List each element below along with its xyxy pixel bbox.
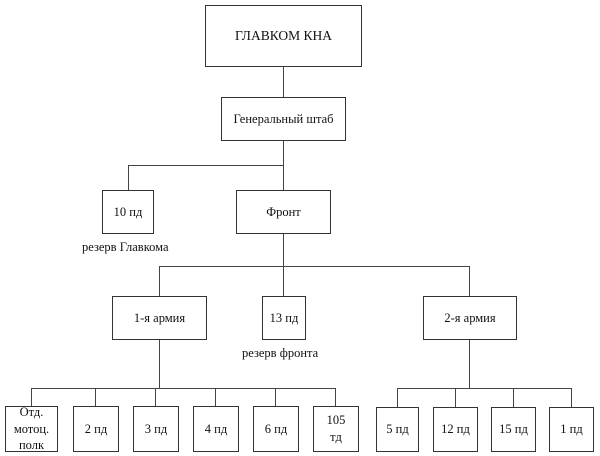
node-army1-unit: 105 тд	[313, 406, 359, 452]
connector-to-army1	[159, 266, 161, 296]
node-general-staff: Генеральный штаб	[221, 97, 346, 141]
connector-front-down	[283, 234, 285, 296]
node-army1: 1-я армия	[112, 296, 207, 340]
connector-army2-unit	[513, 388, 515, 407]
node-army2-unit: 5 пд	[376, 407, 419, 452]
connector-army1-unit	[215, 388, 217, 406]
node-army1-unit: Отд. мотоц. полк	[5, 405, 58, 452]
connector-to-army2	[469, 266, 471, 296]
connector-army2-unit	[571, 388, 573, 407]
connector-army1-branch	[31, 388, 336, 390]
node-army1-unit: 6 пд	[253, 406, 299, 452]
connector-army2-unit	[455, 388, 457, 407]
node-army1-unit: 3 пд	[133, 406, 179, 452]
connector-army2-unit	[397, 388, 399, 407]
connector-army1-unit	[95, 388, 97, 406]
node-army2-unit: 12 пд	[433, 407, 478, 452]
connector-to-div10	[128, 165, 130, 190]
label-div13-reserve: резерв фронта	[242, 346, 319, 360]
connector-army2-down	[469, 340, 471, 388]
node-army2-unit: 15 пд	[491, 407, 536, 452]
connector-army1-down	[159, 340, 161, 388]
connector-army1-unit	[275, 388, 277, 406]
connector-army2-branch	[397, 388, 572, 390]
connector-commander-staff	[283, 67, 285, 98]
label-div10-reserve: резерв Главкома	[82, 240, 169, 254]
node-army2: 2-я армия	[423, 296, 517, 340]
connector-staff-branch	[128, 165, 284, 167]
node-army2-unit: 1 пд	[549, 407, 594, 452]
node-div10: 10 пд	[102, 190, 154, 234]
connector-army1-unit	[155, 388, 157, 406]
node-div13: 13 пд	[262, 296, 306, 340]
connector-army1-unit	[335, 388, 337, 406]
node-army1-unit: 4 пд	[193, 406, 239, 452]
connector-army1-unit	[31, 388, 33, 406]
node-army1-unit: 2 пд	[73, 406, 119, 452]
node-front: Фронт	[236, 190, 331, 234]
connector-front-branch	[159, 266, 470, 268]
node-commander: ГЛАВКОМ КНА	[205, 5, 362, 67]
